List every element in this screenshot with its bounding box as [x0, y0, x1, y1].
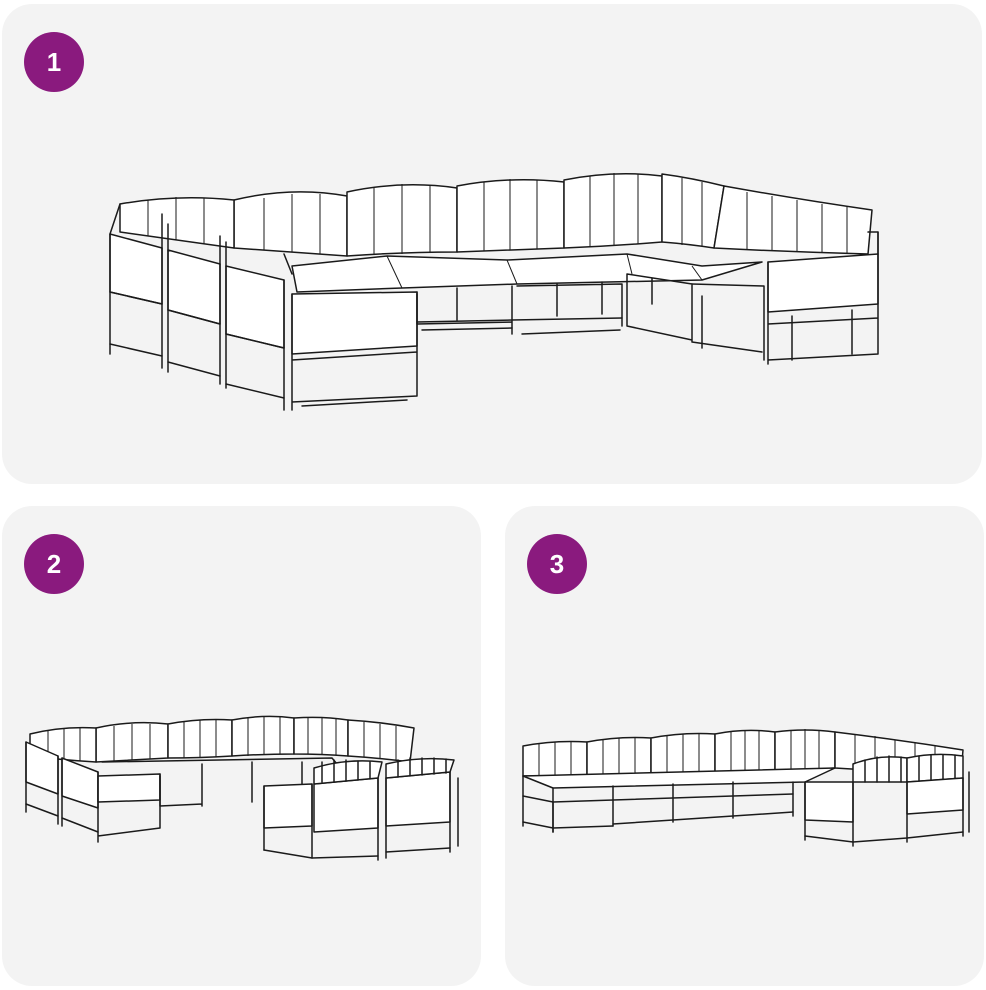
step-panel-3: 3 — [505, 506, 984, 986]
left-group — [25, 741, 343, 843]
back-cushions — [29, 715, 415, 763]
seat-cushions — [291, 253, 763, 293]
base-frames — [416, 273, 765, 361]
step-panel-1: 1 — [2, 4, 982, 484]
step-panel-2: 2 — [2, 506, 481, 986]
step-number-badge-2: 2 — [24, 534, 84, 594]
back-cushions — [119, 173, 873, 257]
straight-row — [522, 767, 836, 833]
step-number-badge-3: 3 — [527, 534, 587, 594]
front-armchair — [291, 291, 418, 411]
corner-chairs — [804, 753, 970, 847]
sofa-set-illustration-2 — [25, 715, 459, 861]
step-number-badge-1: 1 — [24, 32, 84, 92]
sofa-set-illustration-1 — [109, 173, 879, 411]
sofa-set-illustration-3 — [522, 729, 970, 847]
right-group — [263, 757, 459, 861]
right-armchair — [767, 231, 879, 365]
left-chairs — [109, 203, 293, 411]
